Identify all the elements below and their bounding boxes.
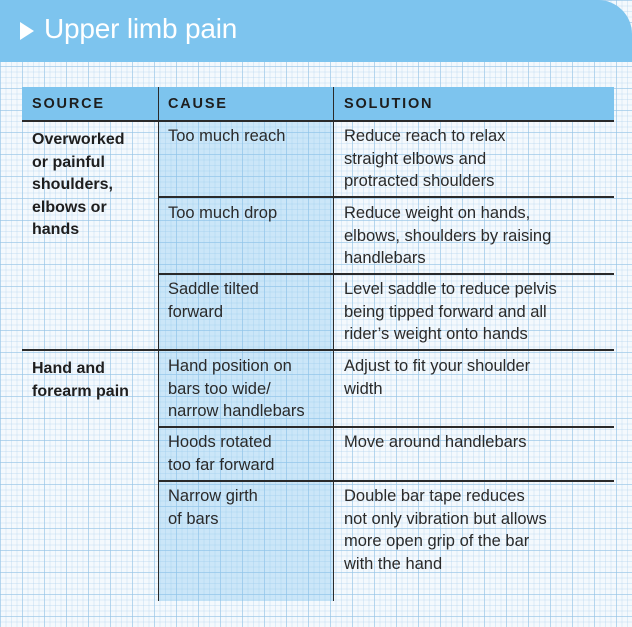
column-header-solution: SOLUTION xyxy=(344,96,434,112)
header-rule xyxy=(22,120,614,122)
solution-cell: Adjust to fit your shoulder width xyxy=(344,357,531,398)
group-divider xyxy=(22,349,614,351)
column-header-cause: CAUSE xyxy=(168,96,228,112)
column-divider xyxy=(158,87,159,601)
solution-cell: Reduce reach to relax straight elbows an… xyxy=(344,127,506,190)
row-divider xyxy=(158,273,614,275)
cause-cell: Too much reach xyxy=(168,127,286,145)
cause-cell: Saddle tilted forward xyxy=(168,280,259,321)
row-divider xyxy=(158,426,614,428)
row-divider xyxy=(158,480,614,482)
cause-cell: Narrow girth of bars xyxy=(168,487,258,528)
source-cell: Hand and forearm pain xyxy=(32,360,129,400)
table-header xyxy=(22,87,614,120)
row-divider xyxy=(158,196,614,198)
cause-column-shading xyxy=(158,87,334,601)
title-banner: Upper limb pain xyxy=(0,0,632,62)
cause-cell: Hoods rotated too far forward xyxy=(168,433,275,474)
cause-cell: Hand position on bars too wide/ narrow h… xyxy=(168,357,305,420)
column-divider xyxy=(333,87,334,601)
play-triangle-icon xyxy=(20,22,34,40)
cause-cell: Too much drop xyxy=(168,204,278,222)
column-header-source: SOURCE xyxy=(32,96,105,112)
page-title: Upper limb pain xyxy=(44,13,238,44)
solution-cell: Double bar tape reduces not only vibrati… xyxy=(344,487,547,573)
source-cell: Overworked or painful shoulders, elbows … xyxy=(32,131,125,238)
solution-cell: Reduce weight on hands, elbows, shoulder… xyxy=(344,204,552,267)
solution-cell: Move around handlebars xyxy=(344,433,527,451)
solution-cell: Level saddle to reduce pelvis being tipp… xyxy=(344,280,557,343)
